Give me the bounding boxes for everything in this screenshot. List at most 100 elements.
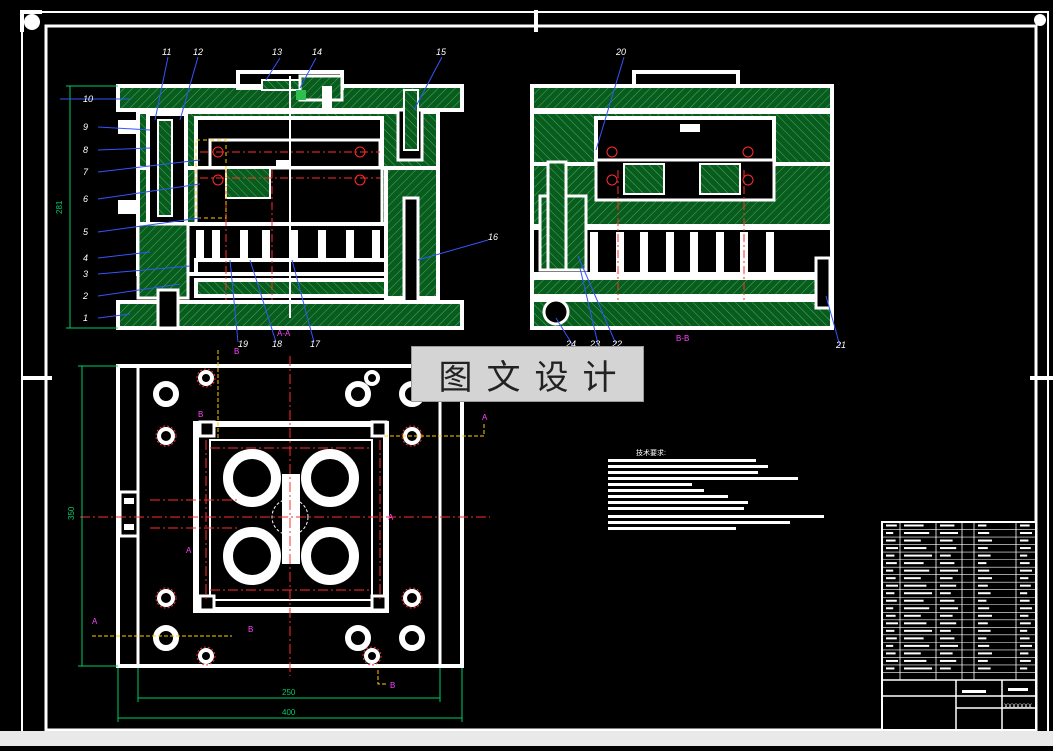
bom-cell-glyphs xyxy=(940,562,955,565)
bom-cell-glyphs xyxy=(940,547,957,550)
bom-cell-glyphs xyxy=(978,554,991,557)
bom-cell-glyphs xyxy=(1020,539,1029,542)
section-marker: A xyxy=(482,413,488,422)
front-top-part-numbers: 11 12 13 14 15 xyxy=(162,47,447,57)
bom-cell-glyphs xyxy=(1020,554,1028,557)
bom-cell-glyphs xyxy=(978,644,990,647)
bom-cell-glyphs xyxy=(886,667,895,670)
part-number: 17 xyxy=(310,339,321,349)
part-number: 19 xyxy=(238,339,248,349)
height-dimension xyxy=(66,85,118,329)
bom-cell-glyphs xyxy=(1020,607,1032,610)
bom-cell-glyphs xyxy=(904,599,924,602)
bom-cell-glyphs xyxy=(886,569,894,572)
bom-cell-glyphs xyxy=(1020,592,1028,595)
part-number: 18 xyxy=(272,339,282,349)
bom-cell-glyphs xyxy=(904,652,921,655)
bom-cell-glyphs xyxy=(978,524,987,527)
part-number: 14 xyxy=(312,47,322,57)
bom-cell-glyphs xyxy=(940,622,957,625)
part-number: 9 xyxy=(83,122,88,132)
part-number: 16 xyxy=(488,232,498,242)
part-number: 10 xyxy=(83,94,93,104)
part-number: 20 xyxy=(615,47,626,57)
bom-cell-glyphs xyxy=(1020,547,1031,550)
bom-cell-glyphs xyxy=(940,652,953,655)
bom-cell-glyphs xyxy=(904,614,921,617)
part-number: 2 xyxy=(82,291,88,301)
watermark-badge: 图文设计 xyxy=(411,346,644,402)
bom-cell-glyphs xyxy=(978,547,988,550)
section-marker: B xyxy=(248,625,253,634)
side-section-view: 20 21 24 23 22 B-B xyxy=(530,47,846,350)
part-number: 21 xyxy=(835,340,846,350)
bom-cell-glyphs xyxy=(940,607,958,610)
side-bottom-part-numbers: 24 23 22 xyxy=(565,339,622,349)
bom-cell-glyphs xyxy=(886,652,896,655)
bom-cell-glyphs xyxy=(904,584,927,587)
part-number: 7 xyxy=(83,167,89,177)
bom-cell-glyphs xyxy=(940,577,953,580)
bom-cell-glyphs xyxy=(886,659,898,662)
part-number: 15 xyxy=(436,47,447,57)
bom-cell-glyphs xyxy=(1020,637,1030,640)
side-leaders xyxy=(555,56,841,347)
plan-section-markers: B A A B A A B B xyxy=(92,347,488,690)
part-number: 5 xyxy=(83,227,89,237)
bom-cell-glyphs xyxy=(978,637,987,640)
bom-cell-glyphs xyxy=(1020,577,1029,580)
section-label-bb: B-B xyxy=(676,334,689,343)
front-bottom-part-numbers: 19 18 17 xyxy=(238,339,321,349)
dimension-label-400: 400 xyxy=(282,708,296,717)
part-number: 24 xyxy=(565,339,576,349)
bom-cell-glyphs xyxy=(1020,667,1028,670)
bom-cell-glyphs xyxy=(904,569,930,572)
bom-cell-glyphs xyxy=(886,524,897,527)
bom-cell-glyphs xyxy=(886,614,896,617)
bom-cell-glyphs xyxy=(886,539,896,542)
bom-cell-glyphs xyxy=(1020,599,1030,602)
bom-cell-glyphs xyxy=(1020,659,1031,662)
bom-cell-glyphs xyxy=(978,577,992,580)
bom-cell-glyphs xyxy=(1020,622,1031,625)
bom-cell-glyphs xyxy=(904,577,921,580)
bom-cell-glyphs xyxy=(904,607,930,610)
bom-cell-glyphs xyxy=(886,547,898,550)
bom-cell-glyphs xyxy=(978,562,987,565)
section-marker: B xyxy=(198,410,203,419)
bom-cell-glyphs xyxy=(904,554,932,557)
plan-view: B A A B A A B B 350 250 400 xyxy=(67,347,490,722)
bom-cell-glyphs xyxy=(940,659,957,662)
bom-cell-glyphs xyxy=(886,584,898,587)
bom-cell-glyphs xyxy=(978,592,991,595)
drawing-number: XXXXXXX xyxy=(1004,704,1032,710)
bom-cell-glyphs xyxy=(886,629,895,632)
bom-cell-glyphs xyxy=(978,584,988,587)
bom-cell-glyphs xyxy=(1020,584,1031,587)
bom-cell-glyphs xyxy=(940,584,957,587)
bom-cell-glyphs xyxy=(904,659,927,662)
bom-cell-glyphs xyxy=(886,599,897,602)
section-marker: B xyxy=(390,681,395,690)
bom-cell-glyphs xyxy=(978,652,992,655)
section-label-aa: A-A xyxy=(277,329,291,338)
bom-cell-glyphs xyxy=(978,607,990,610)
bom-cell-glyphs xyxy=(904,592,932,595)
part-number: 8 xyxy=(83,145,88,155)
bom-cell-glyphs xyxy=(904,562,924,565)
bom-cell-glyphs xyxy=(886,532,894,535)
part-number: 6 xyxy=(83,194,88,204)
part-number: 3 xyxy=(83,269,88,279)
part-number: 12 xyxy=(193,47,203,57)
bom-cell-glyphs xyxy=(940,569,958,572)
bom-cell-glyphs xyxy=(940,592,951,595)
front-leaders xyxy=(60,56,489,343)
part-number: 13 xyxy=(272,47,282,57)
bom-cell-glyphs xyxy=(886,637,897,640)
section-marker: B xyxy=(234,347,239,356)
bom-cell-glyphs xyxy=(940,637,955,640)
bom-cell-glyphs xyxy=(940,532,958,535)
bom-cell-glyphs xyxy=(1020,562,1030,565)
